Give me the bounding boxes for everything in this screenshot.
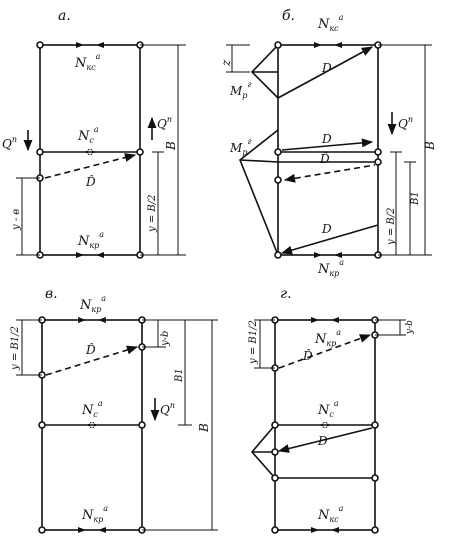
panel-v-d-hat: D̂ bbox=[85, 342, 96, 357]
panel-g-dim-yb: y-b bbox=[405, 320, 415, 335]
panel-b-q: Qп bbox=[398, 115, 413, 131]
panel-g-d-hat-arrow bbox=[278, 334, 372, 369]
panel-a-kc-arrows bbox=[76, 42, 104, 48]
panel-a-dim-b: B bbox=[164, 141, 178, 151]
panel-b-d2: D bbox=[321, 132, 332, 146]
panel-b-mid-bracket-tie bbox=[239, 159, 279, 163]
panel-b-dim-yb2: y = B/2 bbox=[386, 208, 397, 246]
panel-b-n-kr: Nкра bbox=[317, 258, 344, 278]
panel-a-label: а. bbox=[58, 8, 71, 24]
panel-b-dimensions bbox=[226, 44, 432, 256]
panel-v-n-kr-top: Nкра bbox=[79, 294, 106, 314]
panel-a-n-c: Nса bbox=[77, 125, 99, 145]
panel-b-d3-arrow bbox=[283, 164, 376, 183]
panel-b-z: z bbox=[219, 59, 233, 67]
panel-b-label: б. bbox=[282, 8, 295, 24]
panel-v bbox=[16, 316, 218, 534]
panel-b-dim-b: B bbox=[423, 141, 437, 151]
panel-v-label: в. bbox=[45, 286, 58, 302]
panel-v-dim-y-b1-2: y = B1/2 bbox=[10, 326, 21, 371]
panel-a-kr-arrows bbox=[76, 252, 104, 258]
panel-a-q-left: Qп bbox=[2, 135, 17, 151]
panel-b-m2: Mрг bbox=[229, 137, 251, 157]
panel-g-n-kr: Nкра bbox=[314, 328, 341, 348]
panel-v-n-kr-bottom: Nкра bbox=[81, 504, 108, 524]
panel-b-d1: D bbox=[321, 61, 332, 75]
panel-b-d4: D bbox=[321, 222, 332, 236]
panel-b bbox=[226, 41, 432, 259]
panel-b-d1-arrow bbox=[277, 46, 373, 99]
panel-b-d3: D̂ bbox=[319, 151, 330, 166]
panel-v-dimensions bbox=[16, 319, 218, 531]
panel-g bbox=[250, 316, 406, 534]
panel-v-dim-yb: y-b bbox=[160, 331, 171, 347]
panel-a-q-right: Qп bbox=[157, 115, 172, 131]
panel-b-dim-b1: B1 bbox=[410, 191, 421, 206]
panel-a-n-kc: Nкса bbox=[74, 52, 101, 72]
panel-g-n-c: Nса bbox=[317, 399, 339, 419]
panel-a-dim-b2: y = B/2 bbox=[147, 195, 158, 233]
panel-b-d4-arrow bbox=[280, 224, 379, 255]
panel-v-d-arrow bbox=[45, 345, 139, 376]
panel-a-frame bbox=[39, 44, 141, 256]
panel-g-label: г. bbox=[280, 286, 292, 302]
panel-a-dim-ya: y - в bbox=[11, 209, 22, 231]
panel-b-d2-arrow bbox=[281, 138, 374, 151]
panel-a-dimensions bbox=[16, 44, 186, 256]
panel-v-n-c: Nса bbox=[81, 399, 103, 419]
panel-b-m1: Mрг bbox=[229, 80, 251, 100]
panel-g-dim-y-b1-2: y = B1/2 bbox=[248, 320, 259, 365]
panel-v-dim-b1: B1 bbox=[174, 368, 185, 383]
panel-a-d-arrow bbox=[44, 153, 137, 179]
panel-v-dim-b: B bbox=[197, 423, 211, 433]
panel-a bbox=[16, 41, 186, 259]
panel-a-c-arrows bbox=[84, 149, 96, 155]
panel-b-n-kc: Nкса bbox=[317, 13, 344, 33]
panel-a-n-kr: Nкра bbox=[77, 230, 104, 250]
panel-a-d-hat: D̂ bbox=[85, 174, 96, 189]
panel-g-d-arrow bbox=[277, 427, 373, 453]
panel-g-d-hat: D̂ bbox=[302, 348, 313, 363]
panel-g-dimensions bbox=[254, 319, 406, 369]
panel-g-n-kc: Nкса bbox=[317, 504, 344, 524]
panel-a-nodes bbox=[36, 41, 144, 259]
panel-v-q: Qп bbox=[160, 401, 175, 417]
panel-g-d: D bbox=[317, 434, 328, 448]
